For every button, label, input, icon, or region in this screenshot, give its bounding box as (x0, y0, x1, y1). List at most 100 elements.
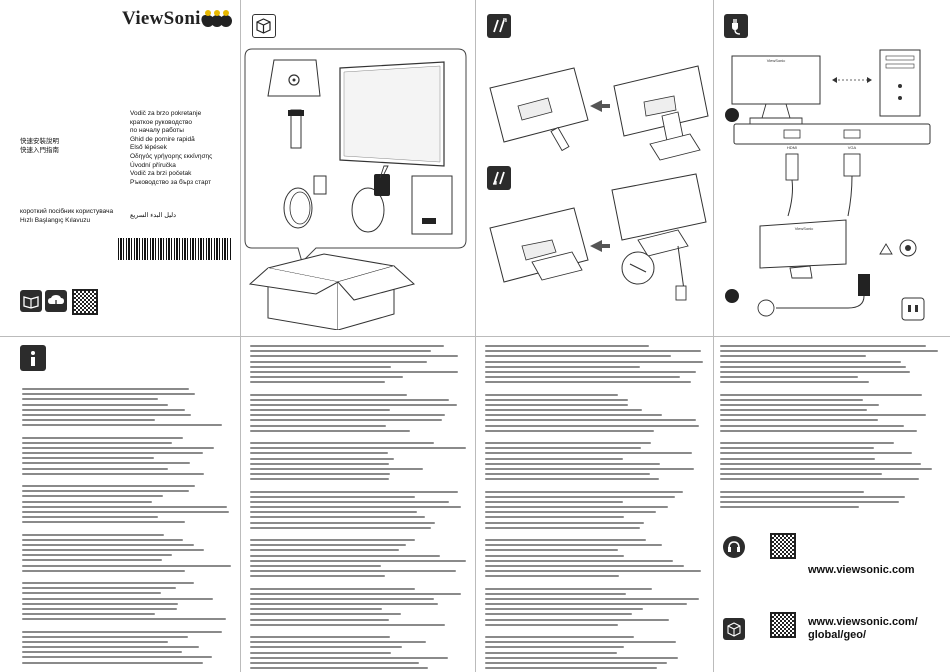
fine-print-line (485, 636, 634, 638)
titles-cjk: 快速安裝說明 快速入門指南 (20, 138, 59, 155)
stand-install-icon (487, 14, 511, 38)
title-line: Ръководство за бърз старт (130, 178, 212, 186)
fine-print-line (22, 472, 205, 475)
fine-print-line (485, 592, 627, 595)
fine-print-line (720, 490, 865, 493)
fine-print-line (485, 457, 623, 460)
fine-print-line (485, 429, 655, 432)
fine-print-line (720, 376, 858, 379)
stand-attach-icon (487, 166, 511, 190)
fine-print-line (22, 587, 176, 590)
fine-print-line (250, 355, 459, 358)
fine-print-line (250, 473, 390, 476)
fine-print-line (22, 607, 178, 610)
fine-print-line (485, 500, 623, 503)
fine-print-line (250, 506, 462, 509)
fine-print-line (720, 452, 912, 455)
fine-print-line (250, 393, 408, 396)
fine-print-line (250, 608, 382, 611)
instructions-text-column-3 (720, 345, 940, 515)
fine-print-line (250, 575, 385, 578)
fine-print-line (22, 505, 227, 508)
fine-print-line (485, 419, 696, 422)
fine-print-line (720, 398, 864, 401)
fine-print-line (22, 485, 196, 487)
fine-print-line (22, 495, 163, 498)
fine-print-line (250, 554, 440, 557)
fine-print-line (485, 511, 657, 514)
fine-print-line (22, 635, 188, 638)
fine-print-line (250, 587, 415, 590)
fine-print-line (485, 587, 652, 590)
fine-print-line (720, 429, 918, 432)
fine-print-line (485, 355, 672, 358)
fine-print-line (250, 641, 427, 644)
fine-print-line (485, 478, 659, 481)
fine-print-line (22, 516, 159, 519)
fine-print-line (250, 490, 459, 493)
connect-power-icon (724, 14, 748, 38)
cloud-download-icon (45, 290, 67, 312)
fine-print-line (22, 592, 161, 595)
fine-print-line (485, 381, 692, 384)
birds-logo-icon (202, 10, 232, 27)
fine-print-line (485, 539, 647, 541)
fine-print-line (720, 473, 882, 476)
fine-print-line (485, 473, 651, 476)
title-line: Vodič za brzi početak (130, 170, 192, 178)
fine-print-line (22, 452, 204, 455)
fine-print-line (22, 388, 190, 390)
fine-print-line (250, 661, 420, 664)
fine-print-line (250, 646, 402, 649)
fine-print-line (22, 564, 231, 567)
fine-print-line (485, 554, 624, 557)
fine-print-line (485, 365, 640, 368)
fine-print-line (720, 462, 922, 465)
instructions-text-column (250, 345, 468, 672)
fine-print-line (22, 538, 184, 541)
fine-print-line (22, 640, 168, 643)
fine-print-line (250, 429, 410, 432)
fine-print-line (250, 409, 390, 412)
title-line: 快速安裝說明 (20, 138, 59, 145)
fine-print-line (22, 413, 191, 416)
fine-print-line (22, 656, 212, 659)
title-line: Οδηγός γρήγορης εκκίνησης (130, 152, 213, 160)
fine-print-line (485, 462, 660, 465)
global-website-link[interactable]: www.viewsonic.com/ global/geo/ (808, 616, 918, 642)
fine-print-line (485, 651, 618, 654)
fine-print-line (250, 447, 466, 450)
fine-print-line (720, 447, 875, 450)
fine-print-line (485, 490, 683, 493)
fine-print-line (250, 521, 435, 524)
fine-print-line (22, 424, 222, 427)
fine-print-line (720, 500, 899, 503)
title-line: краткое руководство (130, 118, 193, 126)
fine-print-line (485, 424, 700, 427)
fine-print-line (485, 618, 670, 621)
stand-assembly-illustration (489, 65, 709, 301)
fine-print-line (22, 569, 186, 572)
fine-print-line (720, 365, 907, 368)
fine-print-line (485, 526, 640, 529)
fine-print-line (485, 597, 699, 600)
fine-print-line (250, 623, 446, 626)
fine-print-line (22, 457, 155, 460)
fine-print-line (720, 370, 910, 373)
fine-print-line (485, 447, 642, 450)
website-link[interactable]: www.viewsonic.com (808, 564, 915, 576)
fine-print-line (485, 370, 697, 373)
box-contents-icon (252, 14, 276, 38)
fine-print-line (22, 393, 196, 396)
hdmi-port-label: HDMI (787, 145, 797, 150)
fine-print-line (485, 414, 662, 417)
fine-print-line (485, 656, 678, 659)
fine-print-line (485, 641, 677, 644)
fine-print-line (720, 345, 927, 347)
fine-print-line (485, 559, 673, 562)
fine-print-line (22, 630, 223, 633)
fine-print-line (485, 495, 675, 498)
fine-print-line (250, 613, 402, 616)
fine-print-line (485, 345, 650, 347)
fine-print-line (250, 414, 446, 417)
